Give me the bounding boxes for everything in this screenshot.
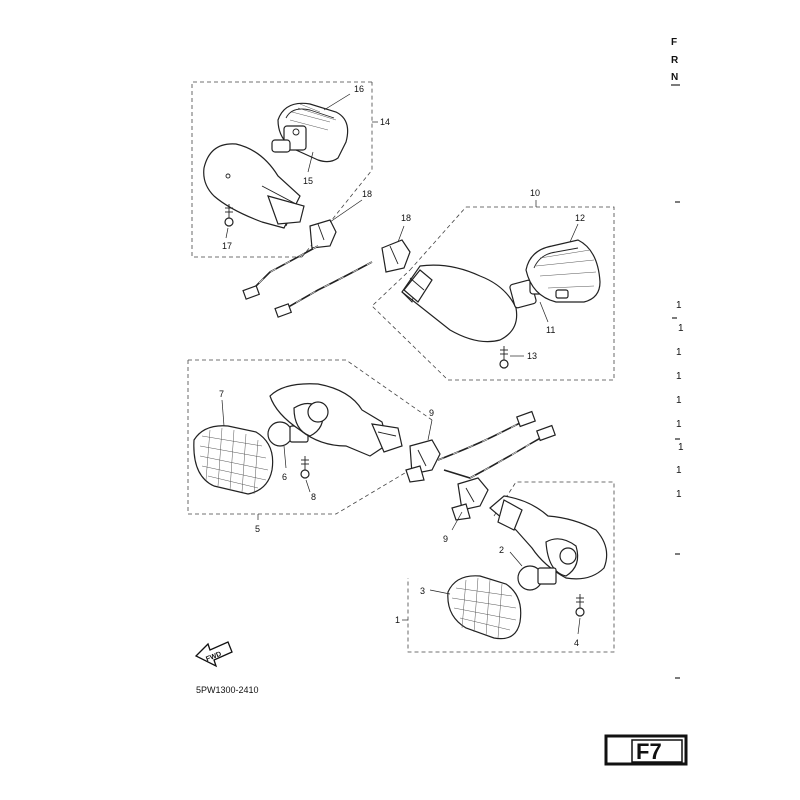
callout-5: 5 [255,524,260,534]
leader-line [577,617,581,635]
page-label: F7 [636,739,662,764]
callout-13: 13 [527,351,537,361]
part-code: 5PW1300-2410 [196,685,259,695]
bulb-2 [517,565,557,591]
connector [242,285,261,300]
margin-number: 1 [676,300,682,311]
screw-17 [224,204,234,227]
margin-number: 1 [678,442,684,453]
callout-6: 6 [282,472,287,482]
connector [536,424,556,442]
leader-line [283,445,287,469]
assembly-10-boundary [409,206,467,271]
callout-11: 11 [546,325,555,335]
assembly-5-boundary [188,359,433,421]
callout-12: 12 [575,213,585,223]
grommet-18-right: 18 [381,213,411,273]
turn-signal-housing-front-left [269,383,403,457]
leader-line [509,551,523,567]
wire-harness-center-upper [274,261,373,318]
leader-line [305,479,311,493]
margin-letter-r: R [671,55,679,66]
margin-number: 1 [676,371,682,382]
wire-harness-left-upper [242,245,319,300]
fwd-arrow-icon: FWD [194,641,233,668]
margin-number: 1 [676,489,682,500]
leader-line [539,301,549,323]
assembly-14-boundary [191,81,372,258]
margin-number: 1 [678,323,684,334]
turn-signal-housing-rear-left [203,143,305,229]
margin-number: 1 [676,465,682,476]
lens-7 [193,425,274,495]
assembly-14-group: 14 15 16 17 [191,81,390,258]
margin-letter-f: F [671,37,677,48]
grommet-18-left: 18 [309,189,372,249]
wire-harness-center-lower [437,410,556,479]
bulb-socket-15 [271,125,307,153]
callout-8: 8 [311,492,316,502]
screw-13 [499,346,509,369]
lens-3 [447,575,522,640]
callout-1: 1 [395,615,400,625]
leader-line [569,223,579,243]
turn-signal-housing-rear-right [401,264,518,343]
assembly-1-boundary [407,481,615,653]
leader-line [221,399,225,427]
grommet-9-lower: 9 [443,477,489,544]
callout-18-right: 18 [401,213,411,223]
callout-10: 10 [530,188,540,198]
callout-18-left: 18 [362,189,372,199]
assembly-1-group: 1 9 2 3 [395,477,615,653]
leader-line [323,93,351,111]
callout-7: 7 [219,389,224,399]
callout-15: 15 [303,176,313,186]
screw-4 [575,594,585,617]
leader-line [429,589,451,595]
callout-4: 4 [574,638,579,648]
callout-16: 16 [354,84,364,94]
lens-12 [525,239,601,303]
assembly-5-group: 5 7 6 8 [187,359,433,534]
callout-17: 17 [222,241,232,251]
margin-number: 1 [676,347,682,358]
page-label-box: F7 [604,734,688,766]
grommet-9-upper: 9 [405,408,441,483]
leader-line [307,151,314,173]
callout-9-lower: 9 [443,534,448,544]
turn-signal-housing-front-right [489,495,608,580]
assembly-5-boundary [187,360,421,515]
right-margin-column: F R N 1 1 1 1 1 1 1 1 1 [671,37,684,679]
callout-14: 14 [380,117,390,127]
callout-9-upper: 9 [429,408,434,418]
callout-3: 3 [420,586,425,596]
margin-number: 1 [676,395,682,406]
margin-letter-n: N [671,72,678,83]
margin-number: 1 [676,419,682,430]
connector [516,410,536,428]
screw-8 [300,456,310,479]
callout-2: 2 [499,545,504,555]
leader-line [329,199,363,223]
leader-line [225,227,229,239]
connector [274,303,293,318]
assembly-10-group: 10 18 [371,188,615,381]
